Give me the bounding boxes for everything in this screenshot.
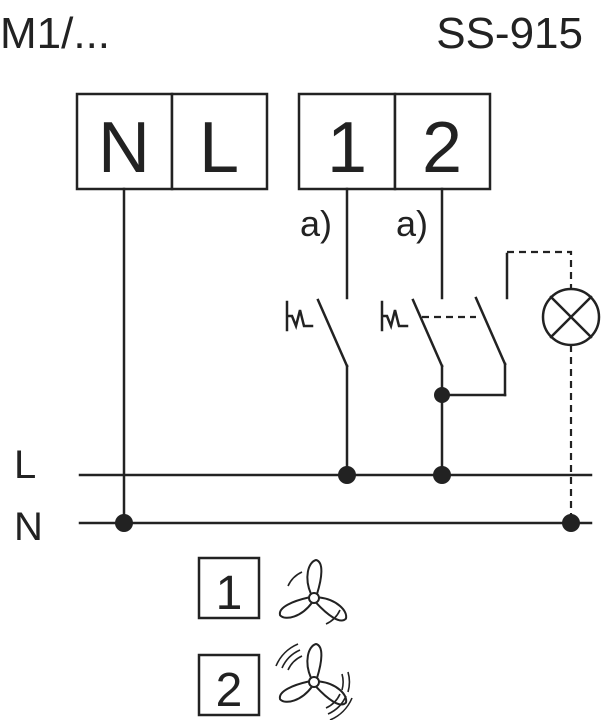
fan-high-speed-icon	[275, 642, 353, 720]
terminal-2-box	[393, 92, 492, 191]
fan-low-speed-icon	[279, 558, 348, 625]
legend-2-box	[197, 653, 261, 717]
switch-1	[285, 187, 349, 477]
switch-1-actuator-icon	[285, 300, 314, 332]
terminal-n-box	[75, 92, 174, 191]
legend-2-label: 2	[216, 664, 243, 717]
live-rail-label: L	[14, 443, 36, 487]
junction-dot-live-2	[433, 466, 451, 484]
neutral-rail-label: N	[14, 505, 43, 549]
lamp-cross-b	[549, 295, 593, 339]
legend-1-box	[197, 556, 261, 620]
terminal-n-label: N	[98, 108, 150, 188]
junction-dot-lamp	[562, 514, 580, 532]
switch-2-actuator-icon	[380, 300, 409, 332]
terminal-1-label: 1	[327, 108, 367, 188]
legend-speed-2: 2	[197, 642, 353, 720]
model-label: M1/...	[0, 9, 110, 58]
junction-dot-live-1	[338, 466, 356, 484]
terminal-block-outputs: 1 2	[297, 92, 492, 191]
switch-2	[380, 187, 507, 477]
junction-dot-neutral	[115, 514, 133, 532]
indicator-lamp-circuit	[505, 250, 601, 523]
lamp-dashed-feed	[507, 250, 573, 290]
legend-1-label: 1	[216, 567, 243, 620]
terminal-2-label: 2	[422, 108, 462, 188]
terminal-l-label: L	[199, 108, 239, 188]
terminal-block-supply: N L	[75, 92, 269, 191]
switch-2-blade-a	[411, 298, 444, 368]
switch-1-blade	[316, 298, 349, 368]
contact-note-1: a)	[300, 203, 332, 244]
legend-speed-1: 1	[197, 556, 348, 625]
device-code-label: SS-915	[436, 9, 583, 58]
terminal-l-box	[170, 92, 269, 191]
switch-2-blade-b	[474, 296, 507, 366]
junction-dot-bridge	[434, 387, 450, 403]
contact-note-2: a)	[396, 203, 428, 244]
